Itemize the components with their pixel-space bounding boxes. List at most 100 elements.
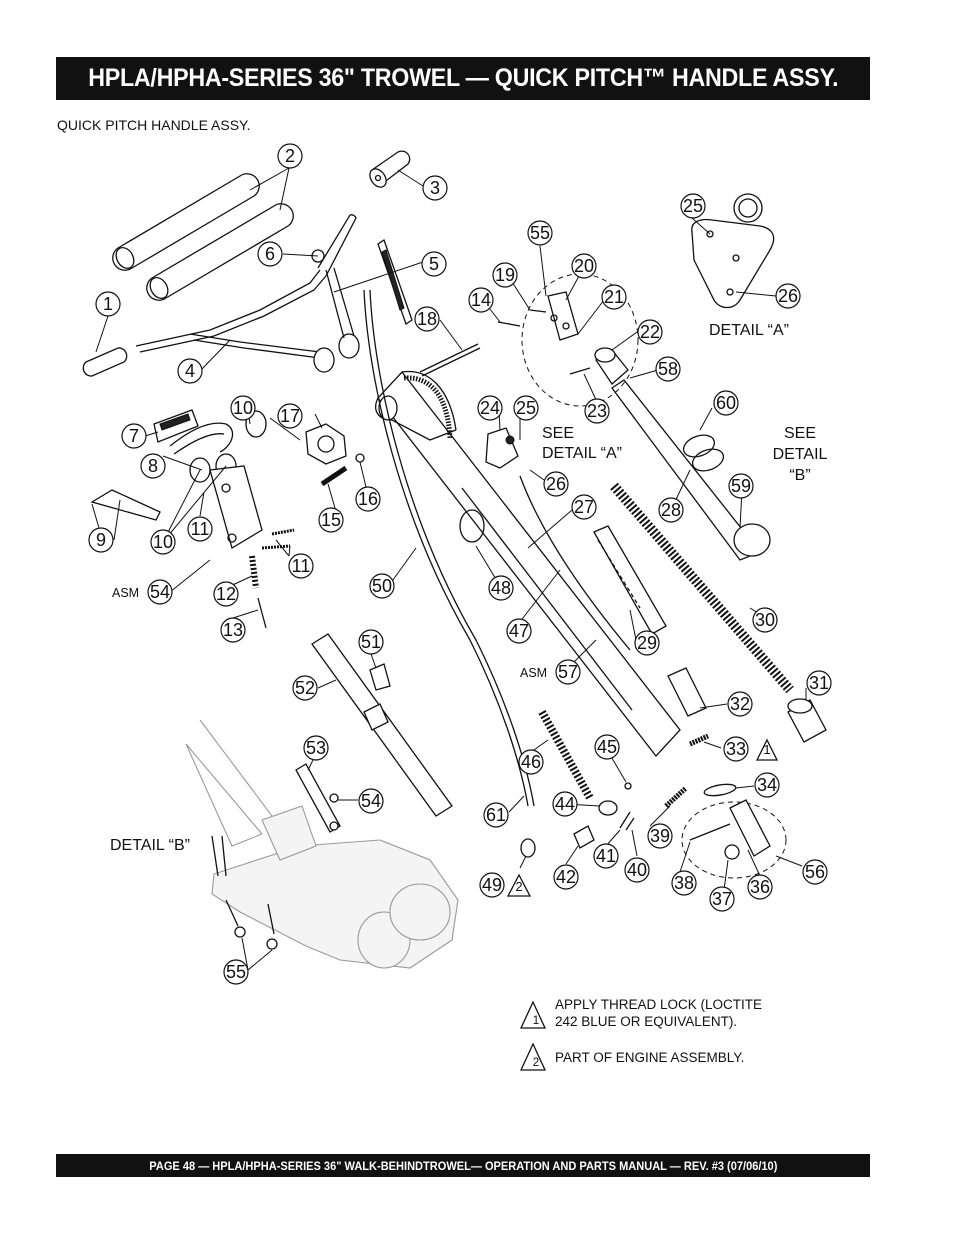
svg-text:60: 60 bbox=[716, 393, 736, 413]
callout-10-lower: 10 bbox=[150, 529, 176, 555]
flange-17 bbox=[305, 423, 347, 465]
page-footer: PAGE 48 — HPLA/HPHA-SERIES 36" WALK-BEHI… bbox=[148, 1158, 778, 1173]
callout-61: 61 bbox=[483, 802, 509, 828]
note-engine-assembly: 2 PART OF ENGINE ASSEMBLY. bbox=[519, 1042, 744, 1071]
callout-60: 60 bbox=[713, 390, 739, 416]
callout-9: 9 bbox=[88, 527, 114, 553]
svg-text:25: 25 bbox=[683, 196, 703, 216]
callout-52: 54 bbox=[358, 788, 384, 814]
flag-markers: 1 2 bbox=[506, 738, 779, 897]
svg-text:42: 42 bbox=[556, 867, 576, 887]
callout-26: 26 bbox=[543, 471, 569, 497]
svg-text:36: 36 bbox=[750, 877, 770, 897]
svg-text:33: 33 bbox=[726, 739, 746, 759]
asm-label-57: ASM bbox=[520, 666, 547, 680]
callout-33: 33 bbox=[723, 736, 749, 762]
ball-43 bbox=[624, 782, 632, 790]
plate-24 bbox=[485, 427, 519, 469]
svg-text:34: 34 bbox=[757, 775, 777, 795]
callout-14: 14 bbox=[468, 287, 494, 313]
threaded-rod bbox=[419, 343, 479, 373]
pitch-rod bbox=[461, 487, 633, 711]
callout-18: 18 bbox=[414, 306, 440, 332]
callout-39: 40 bbox=[624, 857, 650, 883]
detail-b-tube bbox=[311, 633, 453, 817]
see-detail-b-line2: DETAIL bbox=[773, 446, 828, 463]
bracket-41 bbox=[573, 825, 595, 849]
svg-text:3: 3 bbox=[430, 178, 440, 198]
see-detail-b-line3: “B” bbox=[789, 467, 810, 484]
svg-text:54: 54 bbox=[361, 791, 381, 811]
svg-text:61: 61 bbox=[486, 805, 506, 825]
svg-text:4: 4 bbox=[185, 361, 195, 381]
tube-cap bbox=[594, 347, 629, 385]
svg-text:41: 41 bbox=[596, 846, 616, 866]
svg-text:29: 29 bbox=[637, 633, 657, 653]
svg-text:10: 10 bbox=[153, 532, 173, 552]
svg-text:20: 20 bbox=[574, 256, 594, 276]
svg-text:19: 19 bbox=[495, 265, 515, 285]
svg-text:1: 1 bbox=[103, 294, 113, 314]
svg-text:25: 25 bbox=[516, 398, 536, 418]
callout-34: 34 bbox=[754, 772, 780, 798]
callout-31: 31 bbox=[806, 670, 832, 696]
detail-b-machine bbox=[185, 719, 459, 969]
diagram-labels: DETAIL “A” SEE DETAIL “A” SEE DETAIL “B”… bbox=[110, 322, 828, 854]
callout-5: 5 bbox=[421, 251, 447, 277]
callout-29: 29 bbox=[634, 630, 660, 656]
svg-text:17: 17 bbox=[280, 406, 300, 426]
svg-text:53: 53 bbox=[306, 738, 326, 758]
warning-decal bbox=[593, 525, 667, 635]
part-drawings bbox=[82, 150, 827, 969]
svg-text:PART OF ENGINE ASSEMBLY.: PART OF ENGINE ASSEMBLY. bbox=[555, 1050, 744, 1065]
handle-bar-frame bbox=[135, 214, 360, 373]
svg-text:47: 47 bbox=[509, 621, 529, 641]
svg-text:9: 9 bbox=[96, 530, 106, 550]
clips-40-39 bbox=[619, 811, 635, 831]
bolt-38 bbox=[664, 786, 688, 808]
callout-4: 4 bbox=[177, 358, 203, 384]
svg-text:27: 27 bbox=[574, 497, 594, 517]
svg-text:21: 21 bbox=[604, 287, 624, 307]
svg-text:7: 7 bbox=[129, 426, 139, 446]
collar-42 bbox=[598, 800, 618, 816]
top-bracket bbox=[547, 291, 579, 341]
screw-33 bbox=[688, 733, 710, 747]
callout-19: 19 bbox=[492, 262, 518, 288]
callout-11-upper: 11 bbox=[187, 516, 213, 542]
callout-16: 16 bbox=[355, 486, 381, 512]
decal-strip bbox=[377, 238, 413, 326]
outer-tube bbox=[611, 379, 771, 561]
svg-text:13: 13 bbox=[223, 620, 243, 640]
pin-14 bbox=[497, 321, 521, 327]
note-thread-lock: 1 APPLY THREAD LOCK (LOCTITE 242 BLUE OR… bbox=[519, 997, 762, 1029]
svg-text:2: 2 bbox=[533, 1057, 539, 1069]
callout-43: 45 bbox=[594, 734, 620, 760]
svg-text:38: 38 bbox=[674, 873, 694, 893]
svg-text:18: 18 bbox=[417, 309, 437, 329]
svg-text:11: 11 bbox=[292, 556, 311, 576]
cable-45 bbox=[519, 475, 631, 651]
svg-text:31: 31 bbox=[809, 673, 829, 693]
callout-3: 3 bbox=[422, 175, 448, 201]
svg-text:15: 15 bbox=[321, 510, 341, 530]
pin-19 bbox=[529, 309, 547, 313]
left-grip bbox=[82, 347, 128, 377]
svg-text:57: 57 bbox=[558, 662, 578, 682]
callout-36: 37 bbox=[709, 886, 735, 912]
svg-text:5: 5 bbox=[429, 254, 439, 274]
callout-15: 15 bbox=[318, 507, 344, 533]
svg-text:8: 8 bbox=[148, 456, 158, 476]
svg-text:28: 28 bbox=[661, 500, 681, 520]
svg-text:52: 52 bbox=[295, 678, 315, 698]
callout-54: 54 bbox=[147, 579, 173, 605]
svg-text:30: 30 bbox=[755, 610, 775, 630]
svg-text:16: 16 bbox=[358, 489, 378, 509]
page-footer-bar: PAGE 48 — HPLA/HPHA-SERIES 36" WALK-BEHI… bbox=[56, 1154, 870, 1177]
callout-58: 58 bbox=[655, 356, 681, 382]
svg-text:26: 26 bbox=[546, 474, 566, 494]
svg-text:55: 55 bbox=[530, 223, 550, 243]
svg-text:46: 46 bbox=[521, 752, 541, 772]
callout-57: 57 bbox=[555, 659, 581, 685]
